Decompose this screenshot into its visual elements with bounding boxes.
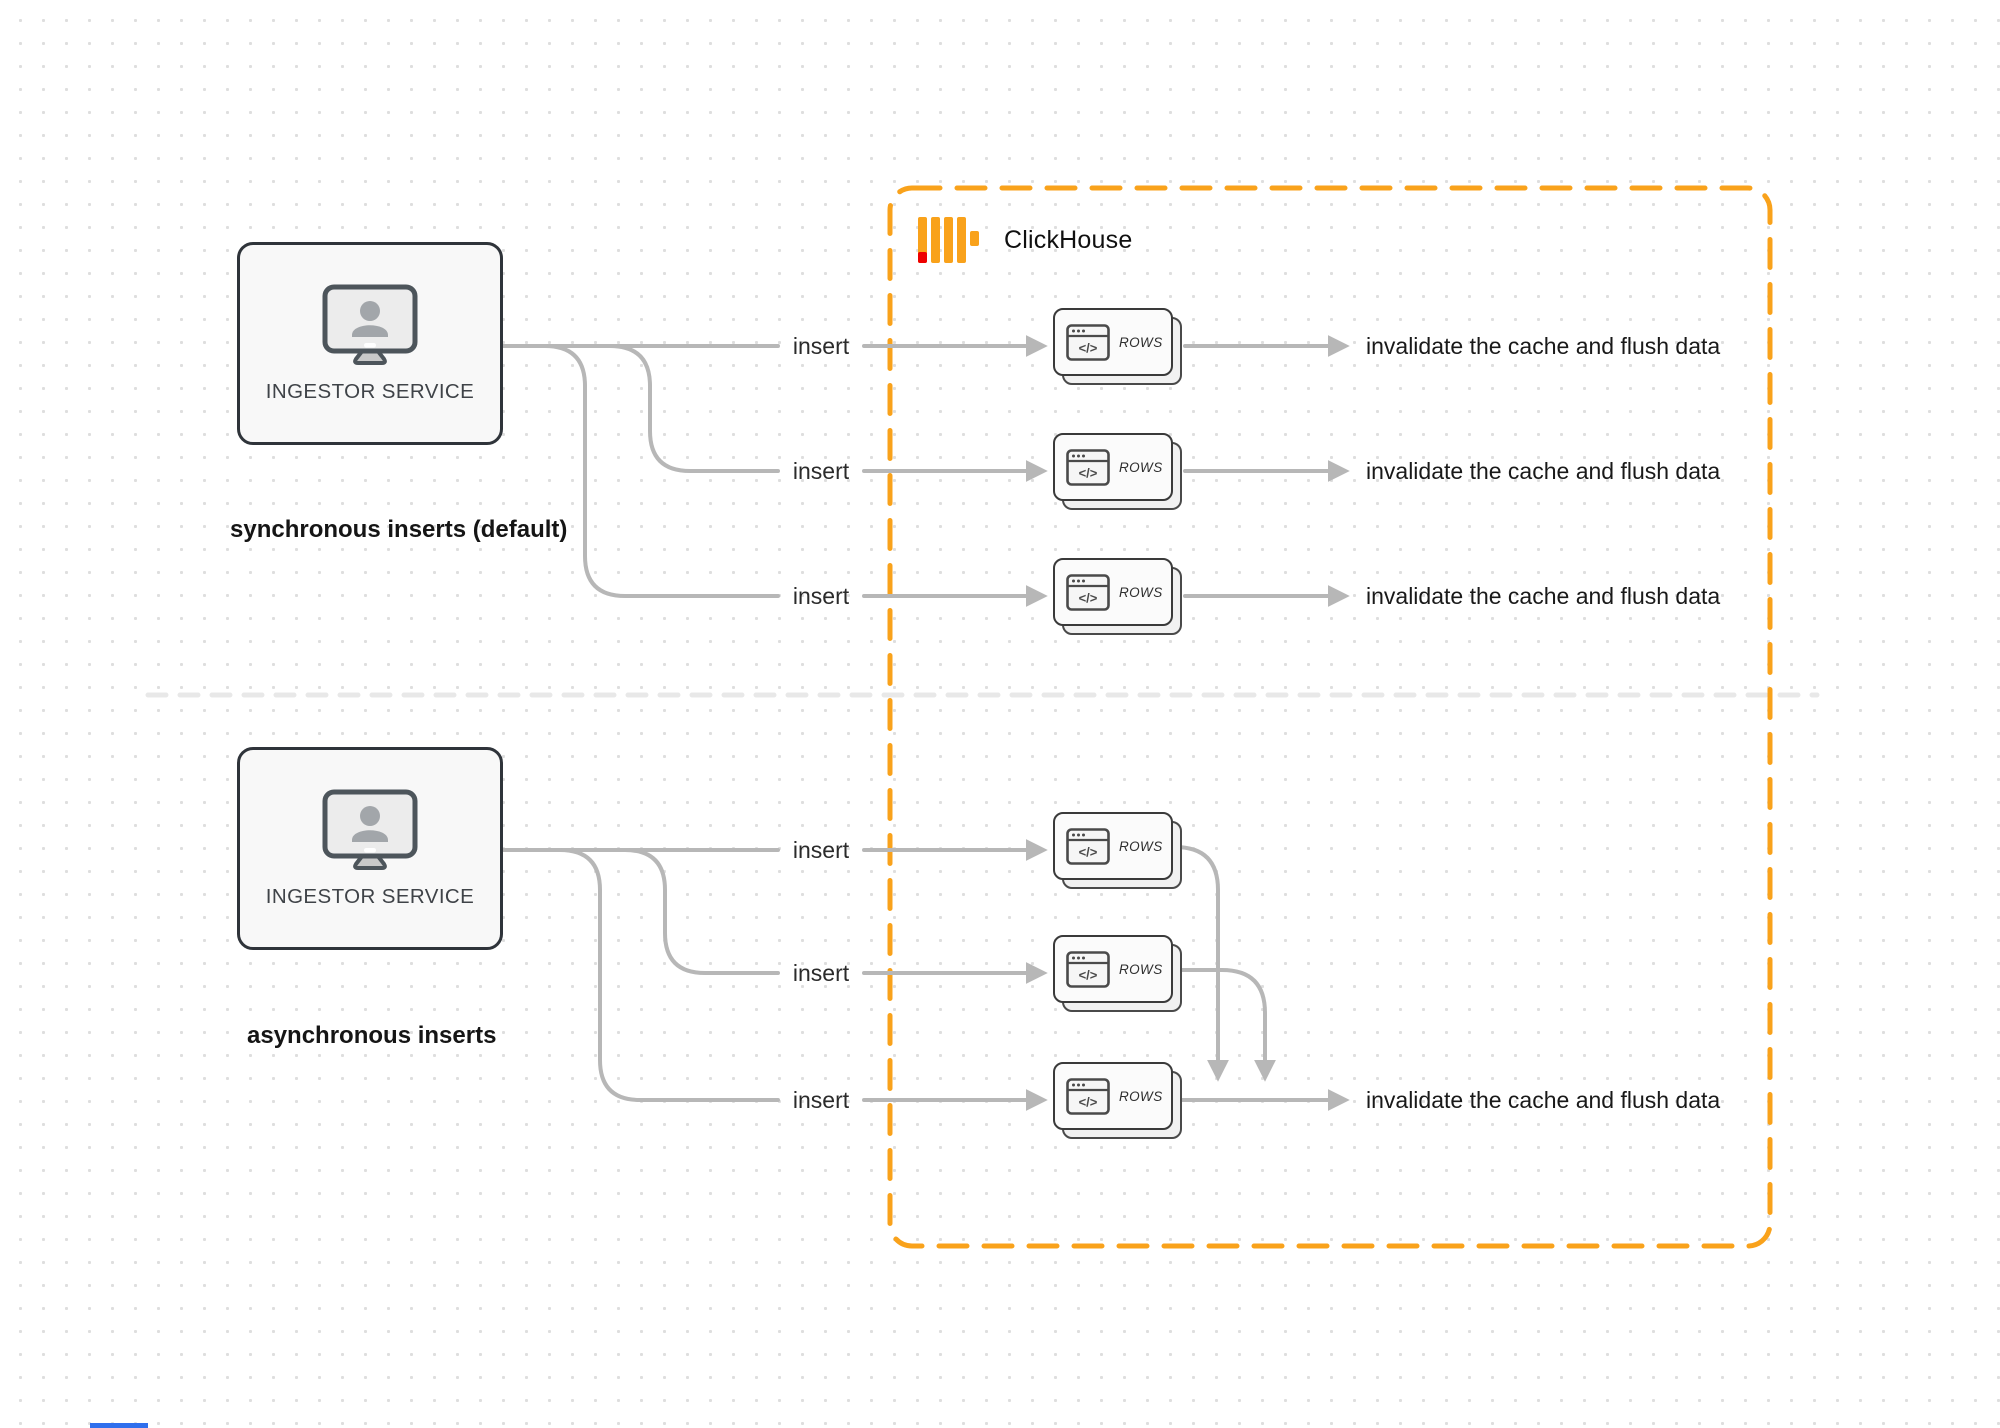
rows-label: ROWS [1119, 334, 1163, 350]
rows-card: </> ROWS [1053, 558, 1182, 635]
sync-connectors [501, 335, 1350, 607]
rows-card: </> ROWS [1053, 812, 1182, 889]
rows-card: </> ROWS [1053, 433, 1182, 510]
ingestor-node-label: INGESTOR SERVICE [265, 379, 475, 403]
clickhouse-boundary-box [887, 185, 1773, 1249]
invalidate-label: invalidate the cache and flush data [1366, 458, 1721, 484]
invalidate-label: invalidate the cache and flush data [1366, 1087, 1721, 1113]
code-glyph: </> [1079, 1094, 1098, 1109]
insert-label: insert [792, 1087, 850, 1113]
code-window-icon: </> [1066, 573, 1110, 611]
rows-card-front: </> ROWS [1053, 308, 1173, 376]
insert-label: insert [792, 837, 850, 863]
async-connectors [501, 839, 1350, 1111]
monitor-user-icon [322, 284, 418, 365]
rows-label: ROWS [1119, 961, 1163, 977]
ingestor-node-sync: INGESTOR SERVICE [237, 242, 503, 445]
insert-label: insert [792, 960, 850, 986]
insert-label: insert [792, 333, 850, 359]
code-window-icon: </> [1066, 448, 1110, 486]
invalidate-label: invalidate the cache and flush data [1366, 583, 1721, 609]
monitor-user-icon [322, 789, 418, 870]
code-glyph: </> [1079, 844, 1098, 859]
rows-card-front: </> ROWS [1053, 935, 1173, 1003]
ingestor-node-label: INGESTOR SERVICE [265, 884, 475, 908]
rows-card: </> ROWS [1053, 935, 1182, 1012]
code-window-icon: </> [1066, 950, 1110, 988]
rows-card-front: </> ROWS [1053, 433, 1173, 501]
clickhouse-header: ClickHouse [918, 214, 1132, 266]
code-window-icon: </> [1066, 323, 1110, 361]
async-section-caption: asynchronous inserts [247, 1022, 497, 1049]
rows-label: ROWS [1119, 1088, 1163, 1104]
code-window-icon: </> [1066, 827, 1110, 865]
rows-card-front: </> ROWS [1053, 558, 1173, 626]
rows-label: ROWS [1119, 584, 1163, 600]
sync-section-caption: synchronous inserts (default) [230, 516, 568, 543]
code-glyph: </> [1079, 967, 1098, 982]
insert-label: insert [792, 458, 850, 484]
rows-card-front: </> ROWS [1053, 812, 1173, 880]
rows-card: </> ROWS [1053, 308, 1182, 385]
code-glyph: </> [1079, 340, 1098, 355]
code-window-icon: </> [1066, 1077, 1110, 1115]
rows-label: ROWS [1119, 838, 1163, 854]
rows-card-front: </> ROWS [1053, 1062, 1173, 1130]
insert-label: insert [792, 583, 850, 609]
rows-card: </> ROWS [1053, 1062, 1182, 1139]
code-glyph: </> [1079, 590, 1098, 605]
ingestor-node-async: INGESTOR SERVICE [237, 747, 503, 950]
bottom-edge-strip [90, 1423, 148, 1428]
clickhouse-title: ClickHouse [1004, 225, 1133, 254]
clickhouse-logo-icon [918, 217, 979, 263]
code-glyph: </> [1079, 465, 1098, 480]
rows-label: ROWS [1119, 459, 1163, 475]
invalidate-label: invalidate the cache and flush data [1366, 333, 1721, 359]
